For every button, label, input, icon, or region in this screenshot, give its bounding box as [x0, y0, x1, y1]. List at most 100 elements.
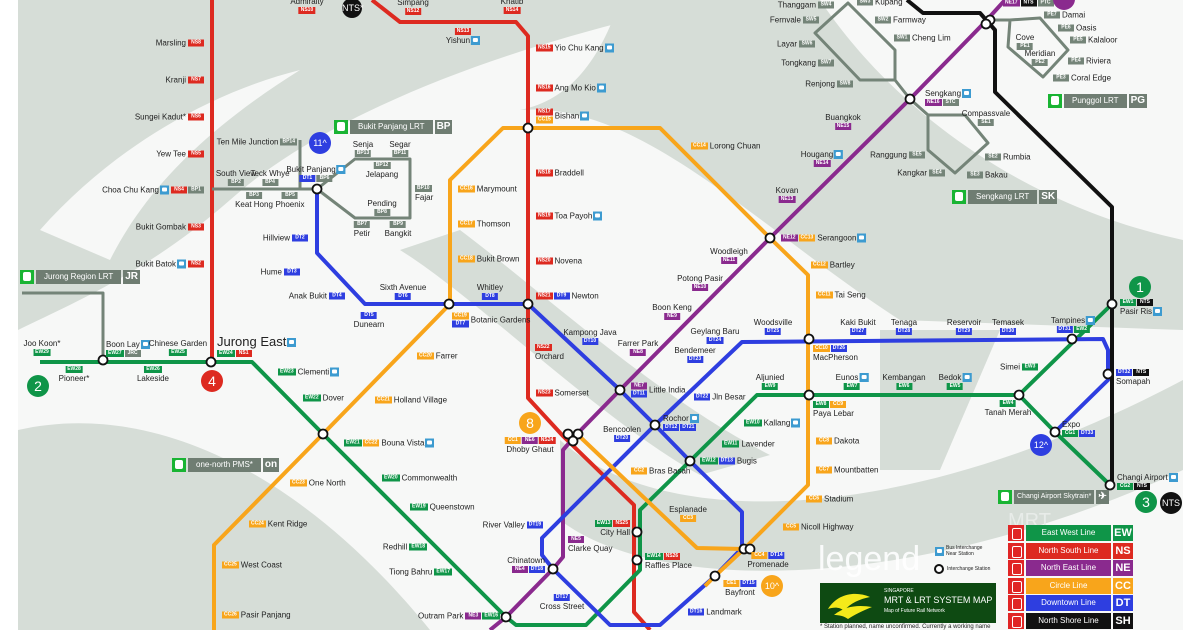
station-name: Fernvale: [769, 15, 801, 25]
line-marker: 8: [519, 412, 541, 434]
station-codes: NS14: [503, 7, 521, 14]
station-code-badge: BP4: [262, 179, 278, 186]
legend-interchange: Interchange Station: [934, 564, 990, 574]
station-name: Segar: [389, 140, 411, 149]
station-code-badge: EW8: [813, 401, 829, 408]
bus-interchange-icon: [791, 418, 801, 428]
station-code-badge: EW16: [482, 612, 500, 620]
station-code-badge: CC6: [806, 495, 822, 503]
station-code-badge: NS12: [404, 8, 422, 15]
station-name: Kallang: [763, 418, 791, 428]
station-code-badge: PE2: [1032, 59, 1048, 66]
legend-line-label: Downtown Line: [1026, 595, 1111, 611]
station-name: Boon Keng: [652, 303, 692, 312]
station-codes: EW20: [382, 474, 400, 482]
station-codes: NS19: [536, 212, 553, 220]
bus-interchange-icon: [1086, 316, 1096, 325]
station-name: Commonwealth: [401, 473, 458, 483]
station-name: Joo Koon*: [23, 339, 61, 348]
station-codes: BP7: [353, 221, 370, 228]
station-codes: PE1: [1017, 43, 1033, 50]
legend-bus-label: Bus Interchange Near Station: [946, 545, 983, 557]
station-name: Bras Basah: [649, 466, 691, 476]
station-name: Yew Tee: [156, 149, 186, 159]
station-codes: SE2: [985, 153, 1001, 161]
lrt-train-icon: [998, 490, 1012, 504]
station-code-badge: DT25: [764, 328, 782, 335]
station-code-badge: NS23: [536, 389, 553, 397]
station-name: Hougang: [800, 150, 834, 159]
station-codes: EW10: [744, 419, 762, 427]
station-name: Keat Hong: [235, 200, 273, 209]
interchange-circle: [764, 232, 776, 244]
legend-line-code: NE: [1113, 560, 1133, 576]
lrt-name: one-north PMS*: [188, 458, 261, 472]
north-shore-line: [905, 0, 1114, 485]
interchange-circle: [500, 611, 512, 623]
station-codes: CC14: [691, 142, 708, 150]
station-codes: SE4: [929, 169, 945, 177]
station-code-badge: DT24: [706, 337, 724, 344]
legend-line-label: East West Line: [1026, 525, 1111, 541]
line-marker: 10^: [761, 575, 783, 597]
legend-line-code: DT: [1113, 595, 1133, 611]
station-codes: DT3: [284, 268, 300, 276]
station-code-badge: CC19: [452, 312, 469, 320]
station-code-badge: SE4: [929, 169, 945, 177]
station-name: Bayfront: [725, 588, 755, 597]
interchange-circle: [904, 93, 916, 105]
terrain-band: [400, 230, 770, 475]
station-code-badge: SE1: [978, 119, 994, 126]
legend-line-code: CC: [1113, 577, 1133, 594]
station-code-badge: SW8: [837, 80, 853, 88]
station-code-badge: EW29: [33, 349, 51, 356]
station-codes: SW2: [875, 16, 891, 24]
sengkang-lrt-west: [813, 1, 912, 100]
bus-interchange-icon: [593, 211, 603, 221]
terrain-swoosh: [40, 70, 300, 260]
station-name: Jelapang: [365, 170, 399, 179]
station-codes: CC24: [249, 520, 266, 528]
lrt-name: Bukit Panjang LRT: [350, 120, 433, 134]
mrt-train-icon: [1008, 595, 1024, 611]
bus-interchange-icon: [425, 438, 435, 448]
station-code-badge: DT32: [1116, 369, 1133, 376]
station-name: Ang Mo Kio: [554, 83, 596, 93]
station-code-badge: DT5: [361, 312, 377, 319]
station-code-badge: SW5: [803, 16, 819, 24]
station-name: Pending: [367, 199, 397, 208]
station-code-badge: DT29: [955, 328, 973, 335]
station-codes: CC7: [816, 466, 832, 474]
